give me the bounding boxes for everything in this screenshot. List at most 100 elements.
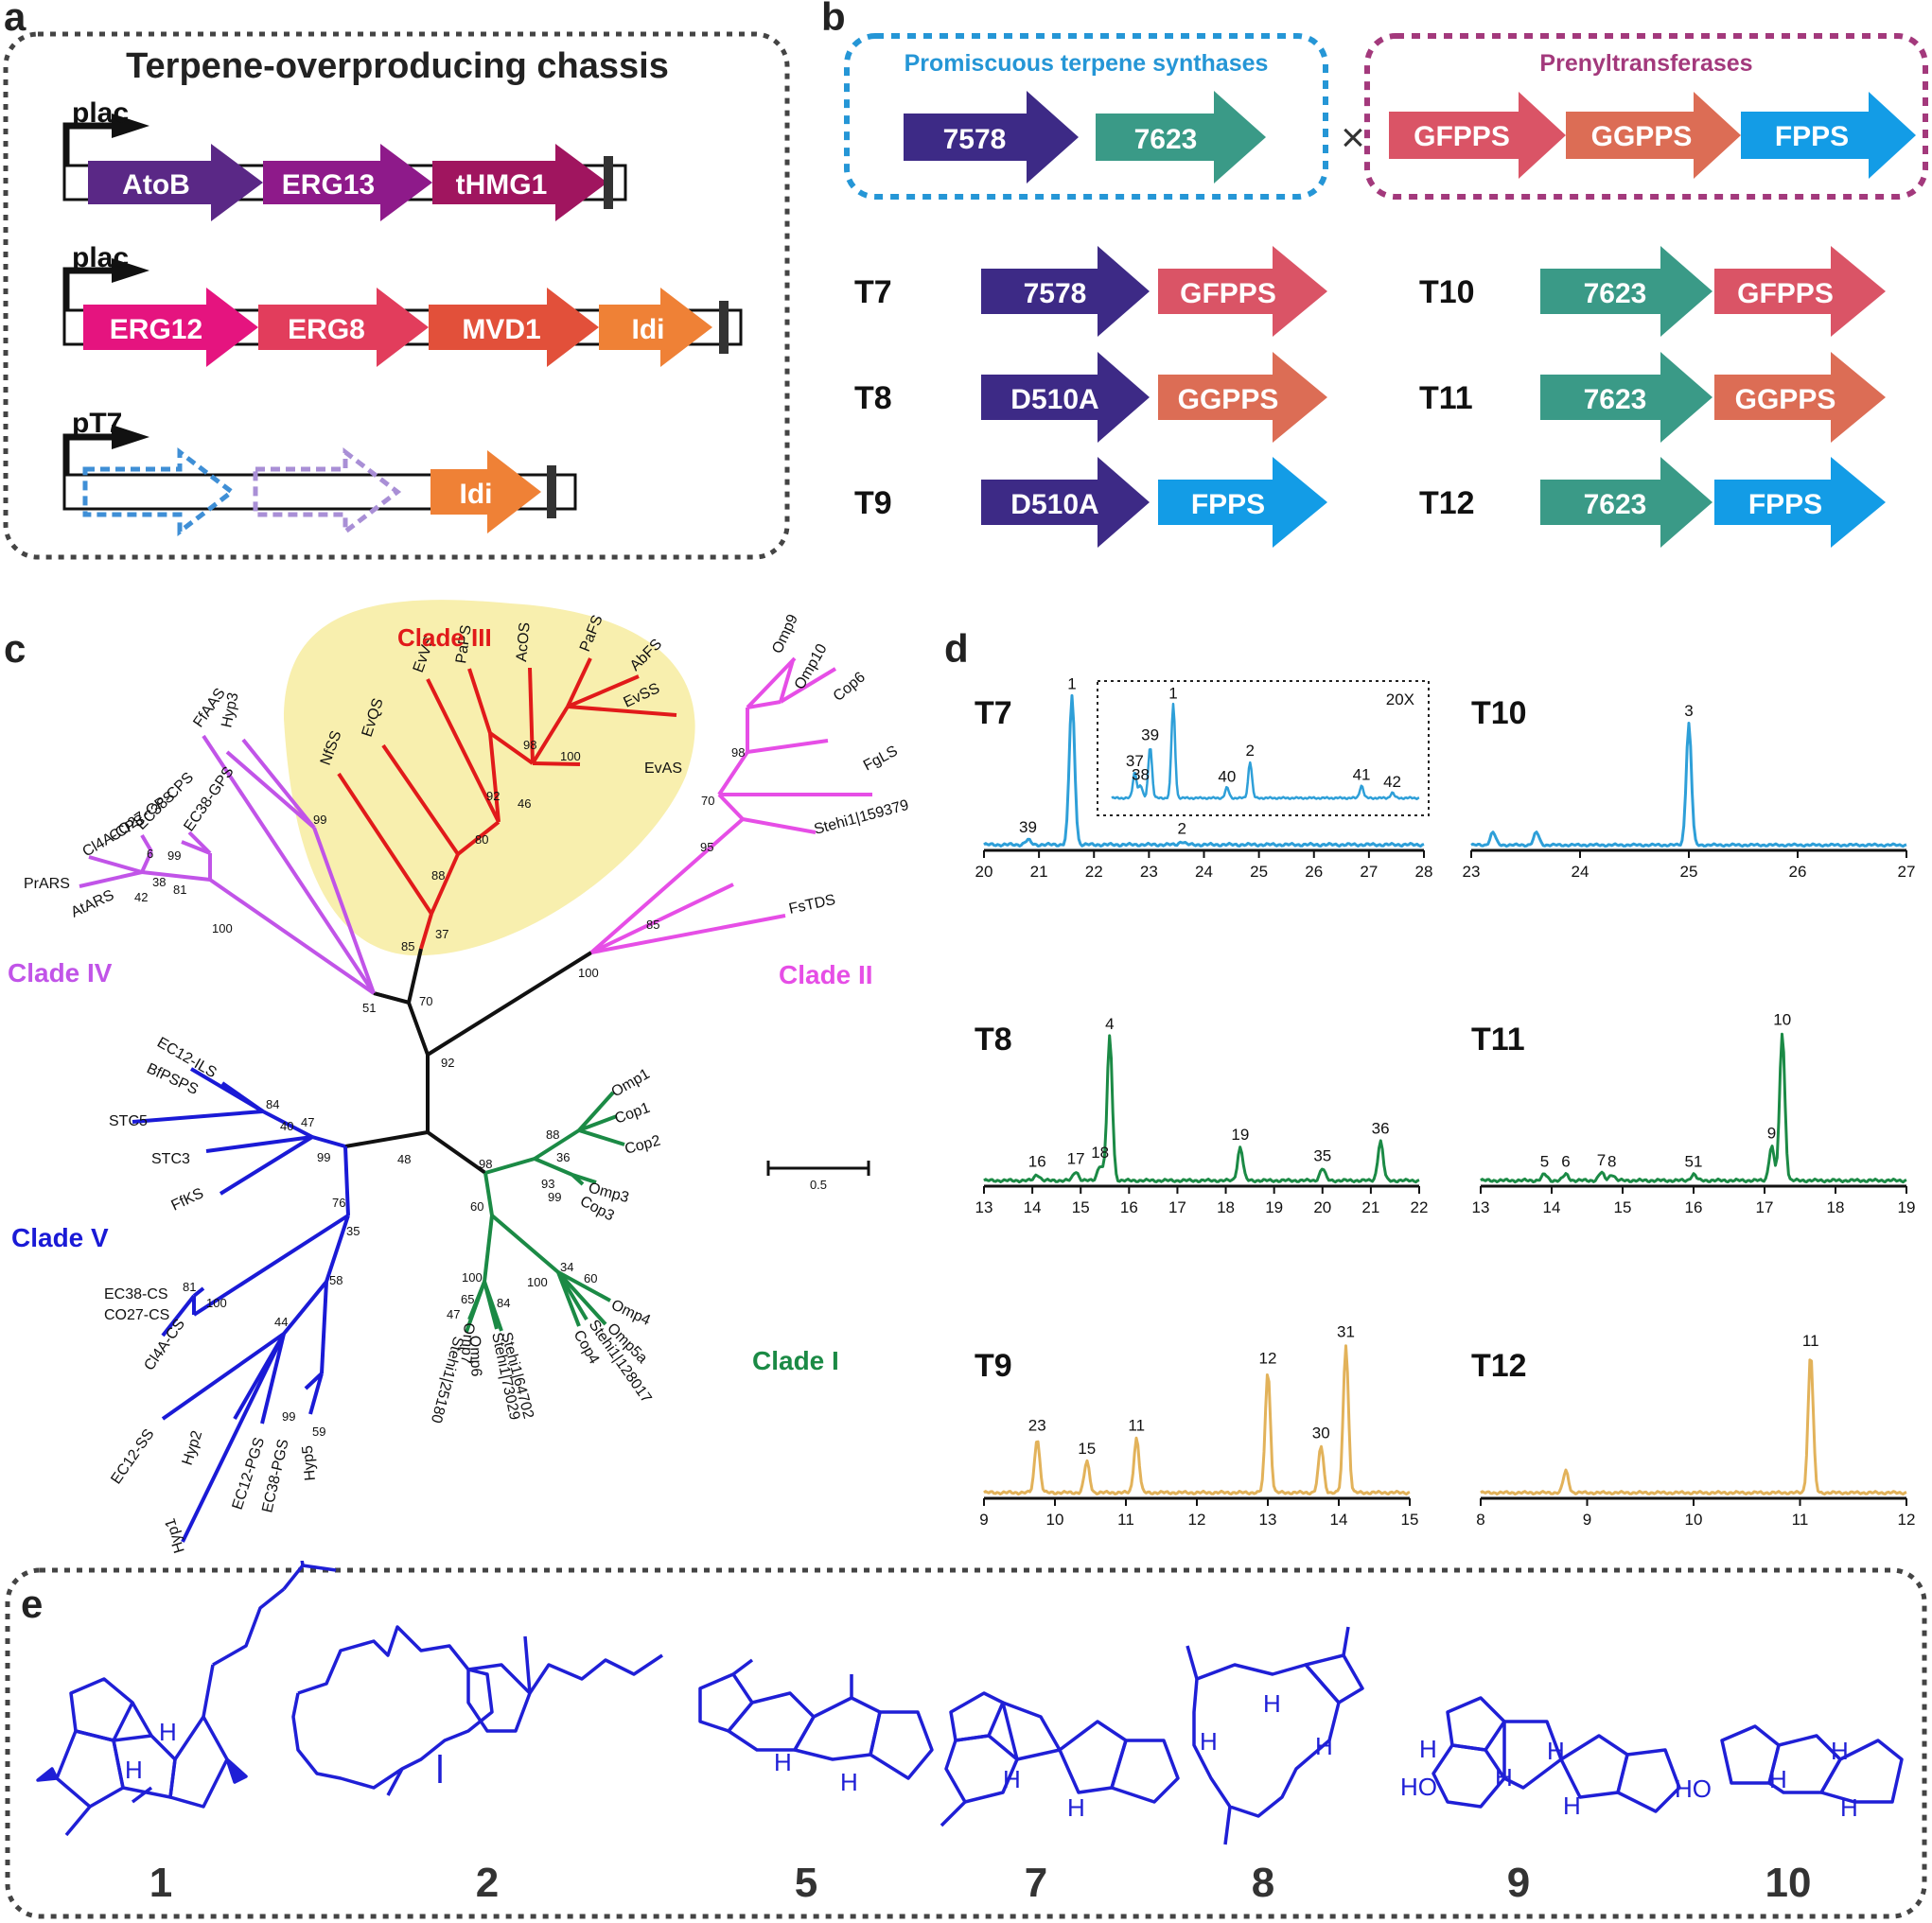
- hydrogen-label: H: [774, 1748, 792, 1776]
- compound-2-structure: [291, 1625, 663, 1796]
- gene-mvd1: [429, 288, 599, 367]
- peak-label: 4: [1105, 1015, 1114, 1033]
- peak-label: 42: [1383, 773, 1401, 791]
- tip-label: FfKS: [169, 1185, 206, 1214]
- x-tick-label: 22: [1411, 1198, 1429, 1216]
- chromatogram-trace: [1480, 1032, 1907, 1184]
- operon-1: plac AtoB ERG13 tHMG1: [62, 97, 627, 221]
- tip-label: AtARS: [69, 887, 117, 921]
- hydrogen-label: H: [1495, 1763, 1513, 1792]
- clade-iv-label: Clade IV: [8, 958, 113, 988]
- bootstrap-value: 70: [419, 994, 432, 1008]
- tip-label: STC5: [109, 1113, 148, 1129]
- tip-label: Omp9: [769, 612, 801, 656]
- panel-c: c NfSS EvQS EvVS PaPS AcOS PaFS: [4, 600, 908, 1555]
- clade-i-branches: [465, 1091, 625, 1333]
- clade-i-bootstraps: 88 36 93 99 60 34 60 100 100 84 65 47: [447, 1128, 597, 1321]
- peak-label: 11: [1802, 1332, 1819, 1350]
- synthase-box: [844, 33, 1328, 200]
- panel-label-a: a: [4, 0, 26, 39]
- bootstrap-value: 88: [546, 1128, 559, 1142]
- placeholder-prenyltransferase: [253, 446, 402, 537]
- construct-label: T9: [854, 485, 892, 521]
- bootstrap-value: 88: [431, 868, 445, 883]
- peak-label: 9: [1767, 1125, 1776, 1143]
- tip-label: Stehi1|159379: [813, 797, 908, 838]
- bootstrap-value: 51: [362, 1001, 376, 1015]
- bootstrap-value: 99: [167, 848, 181, 863]
- hydrogen-label: H: [1067, 1793, 1085, 1822]
- hydroxyl-label: HO: [1675, 1774, 1712, 1803]
- hydrogen-label: H: [1840, 1793, 1858, 1822]
- bootstrap-value: 70: [701, 794, 714, 808]
- synthase-box-title: Promiscuous terpene synthases: [905, 50, 1269, 77]
- chromatogram-title: T12: [1471, 1348, 1527, 1384]
- panel-e: e H H H H: [5, 1561, 1927, 1919]
- bootstrap-value: 92: [486, 789, 500, 803]
- terminator: [604, 156, 613, 209]
- peak-label: 11: [1128, 1416, 1145, 1434]
- x-tick-label: 15: [1072, 1198, 1090, 1216]
- gene-label: ERG12: [110, 314, 202, 345]
- compound-7-structure: [940, 1691, 1180, 1827]
- x-tick-label: 10: [1685, 1511, 1703, 1529]
- tip-label: EvAS: [644, 760, 682, 777]
- gene-label: 7578: [943, 124, 1007, 155]
- panel-label-d: d: [944, 626, 969, 671]
- backbone-bootstraps: 92 70 51 85 48 98: [362, 939, 492, 1171]
- gene-label: 7623: [1134, 124, 1198, 155]
- chromatogram-title: T8: [975, 1022, 1012, 1058]
- hydrogen-label: H: [125, 1756, 143, 1784]
- gene-label: GFPPS: [1414, 121, 1510, 152]
- clade-i-label: Clade I: [752, 1346, 839, 1375]
- x-tick-label: 15: [1614, 1198, 1632, 1216]
- x-tick-label: 12: [1188, 1511, 1206, 1529]
- peak-label: 17: [1067, 1149, 1085, 1167]
- gene-label: ERG13: [282, 169, 375, 201]
- peak-label: 5: [1540, 1152, 1549, 1170]
- clade-ii-label: Clade II: [779, 960, 873, 989]
- clade-iii-label: Clade III: [397, 623, 492, 652]
- x-tick-label: 9: [1583, 1511, 1591, 1529]
- x-tick-label: 18: [1827, 1198, 1845, 1216]
- x-tick-label: 23: [1140, 863, 1158, 881]
- x-tick-label: 23: [1463, 863, 1481, 881]
- gene-erg8: [258, 288, 429, 367]
- bootstrap-value: 46: [518, 796, 531, 811]
- peak-label: 38: [1132, 765, 1150, 783]
- tip-label: AcOS: [514, 621, 534, 662]
- tip-label: EC12-SS: [108, 1426, 157, 1487]
- bootstrap-value: 38: [152, 875, 166, 889]
- clade-iv-branches: [79, 734, 376, 995]
- clade-v-tips: EC12-ILS BfPSPS STC5 STC3 FfKS EC38-CS C…: [104, 1035, 319, 1555]
- construct-t11: T11 7623 GGPPS: [1419, 352, 1886, 443]
- cross-symbol: ×: [1341, 114, 1365, 161]
- bootstrap-value: 6: [147, 847, 153, 861]
- bootstrap-value: 93: [541, 1177, 554, 1191]
- bootstrap-value: 37: [435, 927, 448, 941]
- peak-label: 1: [1067, 674, 1076, 692]
- chromatogram-trace: [1480, 1358, 1907, 1496]
- x-tick-label: 22: [1085, 863, 1103, 881]
- peak-label: 1: [1168, 685, 1177, 703]
- bootstrap-value: 85: [646, 918, 659, 932]
- bootstrap-value: 99: [317, 1150, 330, 1164]
- gene-label: AtoB: [122, 169, 190, 201]
- peak-label: 41: [1353, 765, 1371, 783]
- bootstrap-value: 84: [497, 1296, 510, 1310]
- compound-10-structure: [1720, 1724, 1904, 1804]
- bootstrap-value: 47: [447, 1307, 460, 1321]
- bootstrap-value: 92: [441, 1056, 454, 1070]
- clade-iv-tips: Hyp3 FfAAS EC38-GPS EC38-CPS CO27-CPS Cl…: [24, 686, 242, 921]
- tip-label: Cop2: [624, 1133, 662, 1158]
- peak-label: 2: [1178, 820, 1186, 838]
- hydrogen-label: H: [1263, 1689, 1281, 1718]
- peak-label: 35: [1313, 1146, 1331, 1164]
- hydrogen-label: H: [159, 1718, 177, 1746]
- gene-idi: [599, 288, 712, 367]
- clade-ii-bootstraps: 98 70 95 85 100: [578, 745, 745, 980]
- clade-v-label: Clade V: [11, 1223, 109, 1252]
- promoter-arrow: [62, 267, 114, 310]
- construct-label: T11: [1419, 380, 1473, 416]
